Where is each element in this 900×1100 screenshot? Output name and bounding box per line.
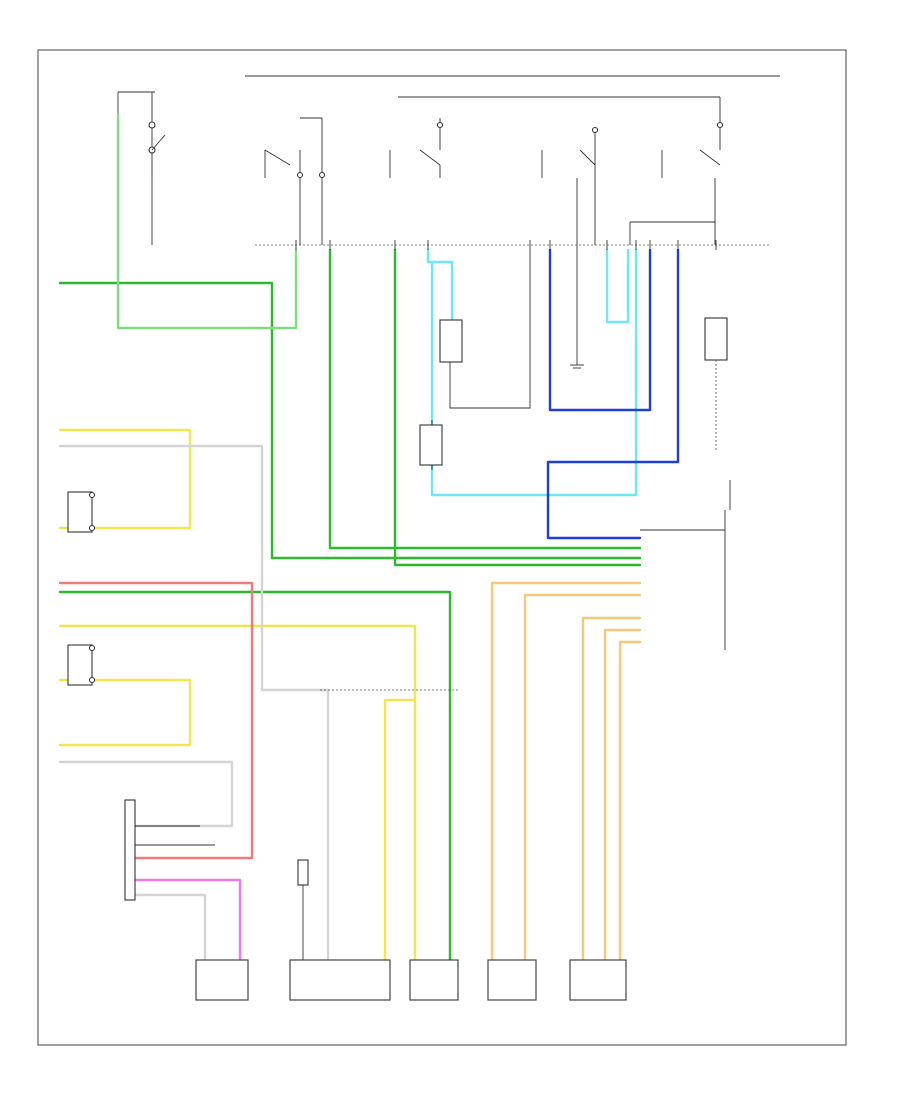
sensor-left-upper [67, 491, 96, 533]
relay-group-4 [661, 118, 724, 245]
sensor-right [704, 317, 728, 361]
sensor-mid-lower [419, 424, 443, 466]
wire-green-main [58, 248, 642, 962]
power-rails [245, 75, 780, 246]
small-relay-bottom [297, 859, 309, 960]
relay-group-3 [541, 126, 599, 365]
sensor-mid-upper [439, 319, 463, 363]
wire-black [431, 250, 717, 470]
wire-gray [58, 444, 330, 962]
bottom-component-3 [409, 959, 459, 1001]
ground-symbol [570, 364, 584, 369]
wire-red [58, 581, 254, 860]
connector-ticks [295, 240, 717, 250]
controller-connector-right [640, 480, 731, 650]
bottom-component-5 [569, 959, 627, 1001]
wire-yellow [58, 428, 417, 962]
diagram-border [37, 49, 847, 1046]
relay-group-2 [389, 118, 444, 178]
compressor-relay [117, 91, 166, 245]
wire-orange [490, 581, 642, 962]
wire-cyan [426, 248, 638, 497]
wire-pink [133, 878, 242, 962]
connector-block-left [124, 799, 215, 901]
bottom-component-2 [289, 959, 391, 1001]
wire-blue [546, 248, 680, 540]
bottom-component-1 [195, 959, 249, 1001]
bottom-component-4 [487, 959, 537, 1001]
wire-light-green [116, 113, 298, 330]
relay-group-1 [264, 117, 326, 245]
sensor-left-lower [67, 644, 96, 686]
